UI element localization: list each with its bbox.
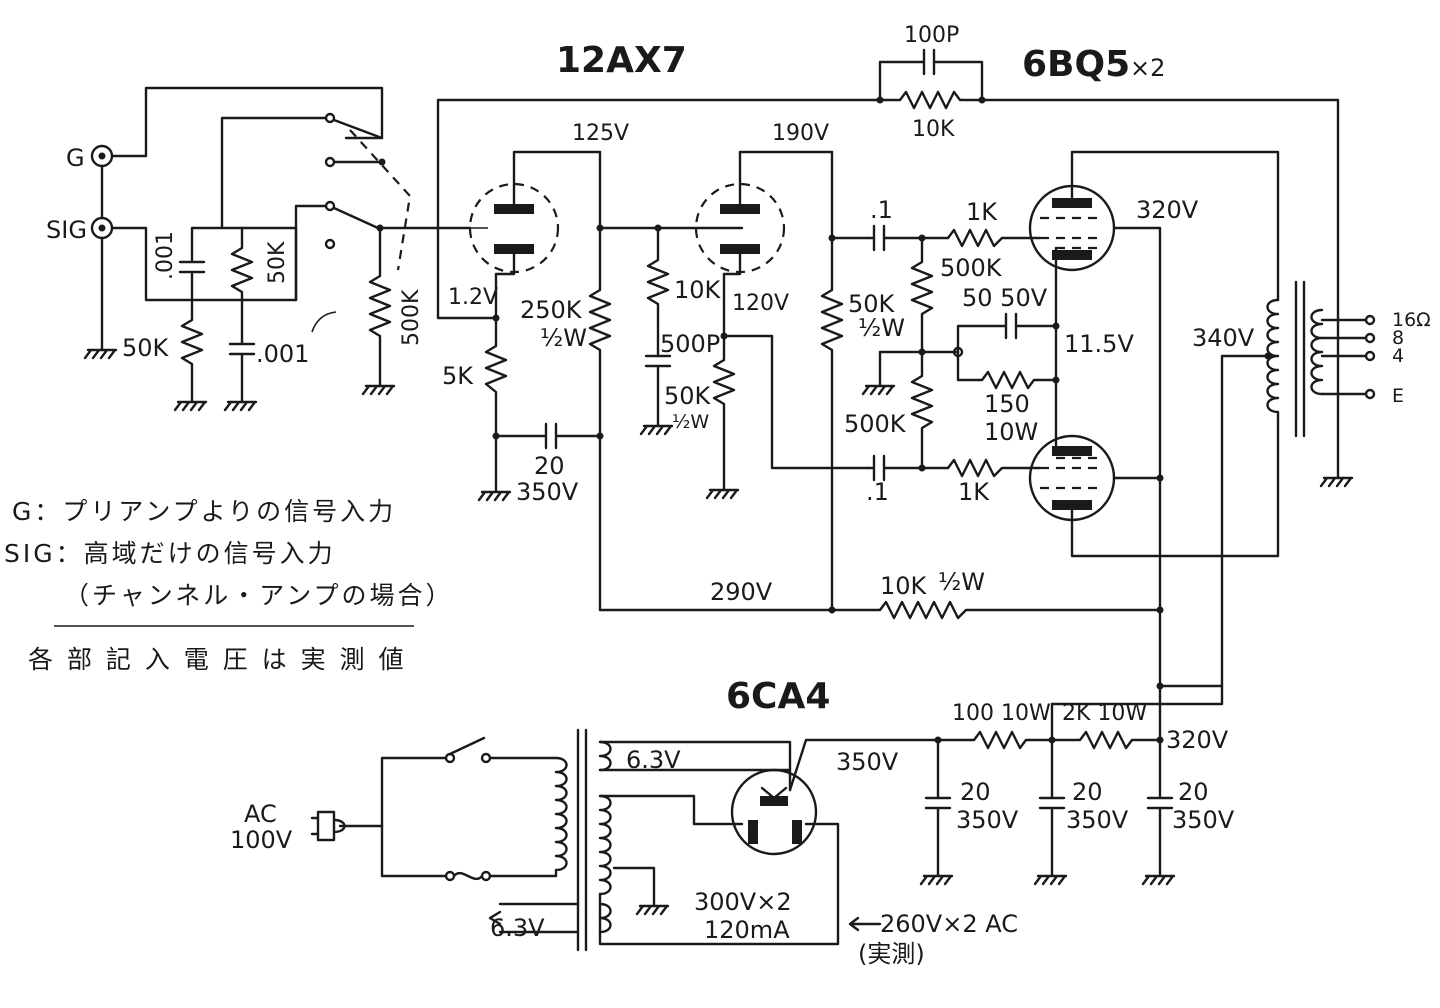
res-p2-label: 50K [848,290,896,318]
feedback-network [876,48,1340,400]
b-mid-voltage: 290V [710,578,773,606]
tap-e-label: E [1392,385,1404,407]
g-jack-label: G [66,144,85,172]
ac-in-a-label: AC [244,800,277,828]
tap-16-label: 16Ω [1392,309,1431,331]
tube-12ax7-label: 12AX7 [556,40,687,81]
cap-fb-label: 100P [904,23,959,48]
cathode-voltage: 11.5V [1064,330,1134,358]
res-grid-label: 500K [399,289,424,346]
v2-cathode-voltage: 120V [732,291,789,316]
v2-plate-voltage: 190V [772,121,829,146]
cap-f2-val-label: 20 [1072,778,1103,806]
res-f2-label: 2K 10W [1062,701,1147,726]
note-line-1: G：プリアンプよりの信号入力 [12,497,396,526]
tap-8-label: 8 [1392,327,1404,349]
input-section [83,86,472,412]
xfmr-hv-a-label: 300V×2 [694,888,792,916]
stage2 [639,150,870,614]
tap-4-label: 4 [1392,345,1404,367]
b-plus-voltage: 320V [1166,726,1229,754]
res-gl1-label: 500K [940,254,1003,282]
res-b-label: 10K [880,572,928,600]
cap-f1-val-label: 20 [960,778,991,806]
ac-meas-note: (実測) [858,940,925,968]
res-k2b-label: 50K [664,382,712,410]
sig-jack-label: SIG [46,216,87,244]
res-fb-label: 10K [912,117,955,142]
v1-cathode-voltage: 1.2V [448,285,498,310]
notes: G：プリアンプよりの信号入力 SIG：高域だけの信号入力 （チャンネル・アンプの… [4,497,454,674]
tube-6ca4-label: 6CA4 [726,676,830,717]
b-plus-line [598,600,1164,620]
res-f1-label: 100 10W [952,701,1051,726]
xfmr-heater1-label: 6.3V [626,746,681,774]
power-supply [310,684,1224,952]
res-gs1-label: 1K [966,198,998,226]
tube-6ca4 [730,768,818,856]
cap-in-label: .001 [153,231,178,280]
res-p2-w-label: ½W [858,314,905,342]
res-p1-label: 250K [520,296,583,324]
ac-in-b-label: 100V [230,826,293,854]
xfmr-hv-b-label: 120mA [704,916,790,944]
tube-6bq5-label: 6BQ5 [1022,44,1130,85]
cap-k1-v-label: 350V [516,478,579,506]
cap-c2-label: .1 [866,478,889,506]
output-stage [861,150,1376,706]
res-k2b-w-label: ½W [672,411,709,433]
stage1 [436,98,882,612]
cap-k1-val-label: 20 [534,452,565,480]
cap-c1-label: .1 [870,196,893,224]
res-gs2-label: 1K [958,478,990,506]
res-b-w-label: ½W [938,568,985,596]
cap-bypass-label: 50 50V [962,284,1048,312]
cap-k2-label: 500P [660,330,720,358]
out-plate-voltage: 320V [1136,196,1199,224]
cap-f3-v-label: 350V [1172,806,1235,834]
xfmr-heater2-label: 6.3V [490,914,545,942]
cap-f2-v-label: 350V [1066,806,1129,834]
res-in-label: 50K [265,241,290,284]
labels: 12AX7 6BQ5 ×2 6CA4 G SIG 100P 10K .001 5… [46,23,1431,968]
tube-6bq5-qty: ×2 [1130,54,1165,82]
res-gl2-label: 500K [844,410,907,438]
note-line-3: （チャンネル・アンプの場合） [64,581,454,610]
output-transformer [1156,280,1376,690]
cap-f1-v-label: 350V [956,806,1019,834]
res-cathode-label: 150 [984,390,1030,418]
ac-meas-voltage: 260V×2 AC [880,910,1018,938]
screen-voltage: 340V [1192,324,1255,352]
res-in-gnd-label: 50K [122,334,170,362]
res-cathode-w-label: 10W [984,418,1038,446]
note-line-2: SIG：高域だけの信号入力 [4,539,336,568]
rect-out-voltage: 350V [836,748,899,776]
cap-f3-val-label: 20 [1178,778,1209,806]
cap-in-gnd-label: .001 [256,340,309,368]
v1-plate-voltage: 125V [572,121,629,146]
res-k2-label: 10K [674,276,722,304]
res-p1-w-label: ½W [540,324,587,352]
res-k1-label: 5K [442,362,474,390]
note-line-4: 各 部 記 入 電 圧 は 実 測 値 [28,645,407,674]
